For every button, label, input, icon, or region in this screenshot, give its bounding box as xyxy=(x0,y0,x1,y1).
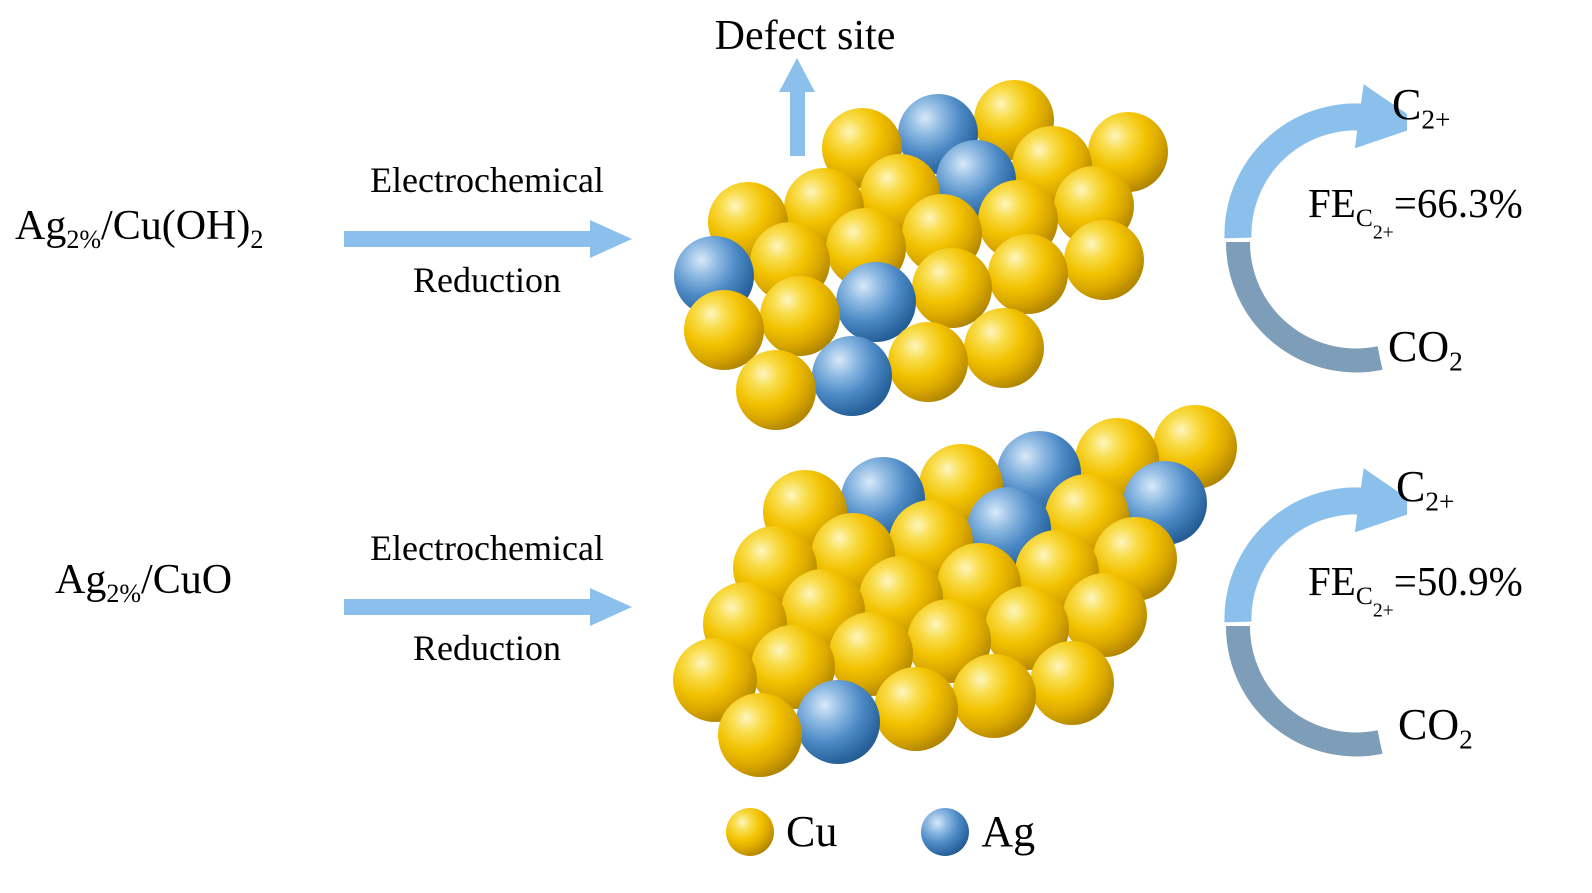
c2-product-label-1: C2+ xyxy=(1392,80,1451,135)
cu-atom xyxy=(760,276,840,356)
legend: Cu Ag xyxy=(726,806,1035,857)
right-arrow-head xyxy=(590,588,632,626)
cu-atom xyxy=(888,322,968,402)
cu-atom xyxy=(684,290,764,370)
cu-atom xyxy=(718,693,802,777)
right-arrow xyxy=(342,220,632,258)
reaction-arrow-label-top: Electrochemical xyxy=(370,528,604,568)
ag-atom-sample xyxy=(921,807,970,856)
reaction-arrow-label-bottom: Reduction xyxy=(413,260,561,300)
ag-atom xyxy=(796,680,880,764)
legend-item-ag: Ag xyxy=(921,806,1035,857)
faradaic-efficiency-label-2: FEC2+=50.9% xyxy=(1308,558,1523,622)
ag-atom xyxy=(836,262,916,342)
ag-atom xyxy=(812,336,892,416)
legend-label-cu: Cu xyxy=(786,807,838,856)
up-arrow-shaft xyxy=(789,92,805,156)
legend-item-cu: Cu xyxy=(726,806,837,857)
reaction-arrow-group-1: Electrochemical Reduction xyxy=(342,160,632,310)
cu-atom xyxy=(912,248,992,328)
cu-atom xyxy=(1064,220,1144,300)
cu-atom xyxy=(874,667,958,751)
defect-site-label: Defect site xyxy=(714,13,896,59)
cu-atom xyxy=(952,654,1036,738)
co2-feed-label-1: CO2 xyxy=(1388,322,1463,377)
right-arrow-shaft xyxy=(344,231,590,247)
cu-atom xyxy=(1030,641,1114,725)
defect-site-up-arrow xyxy=(779,58,815,160)
cu-atom-sample xyxy=(726,807,774,856)
legend-label-ag: Ag xyxy=(981,807,1036,856)
cu-atom xyxy=(964,308,1044,388)
reaction-arrow-group-2: Electrochemical Reduction xyxy=(342,528,632,678)
co2-feed-label-2: CO2 xyxy=(1398,700,1473,755)
reaction-arrow-label-bottom: Reduction xyxy=(413,628,561,668)
c2-product-label-2: C2+ xyxy=(1396,462,1455,517)
right-arrow-head xyxy=(590,220,632,258)
cu-atom xyxy=(736,350,816,430)
up-arrow-head xyxy=(779,58,815,92)
cu-atom xyxy=(988,234,1068,314)
right-arrow xyxy=(342,588,632,626)
reactant-label-agcuoh2: Ag2%/Cu(OH)2 xyxy=(15,203,264,255)
reactant-label-agcuo: Ag2%/CuO xyxy=(55,557,233,609)
faradaic-efficiency-label-1: FEC2+=66.3% xyxy=(1308,180,1523,244)
right-arrow-shaft xyxy=(344,599,590,615)
reaction-arrow-label-top: Electrochemical xyxy=(370,160,604,200)
